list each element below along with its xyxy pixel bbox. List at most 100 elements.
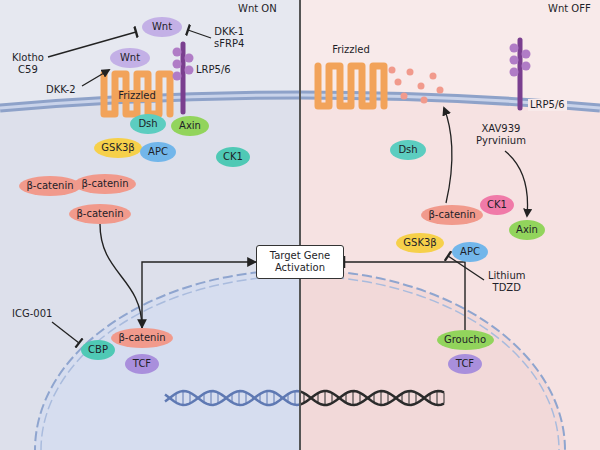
node-text: Target Gene Activation bbox=[257, 250, 343, 274]
connector bbox=[100, 224, 142, 328]
protein: Axin bbox=[171, 116, 209, 136]
text-label: Frizzled bbox=[116, 90, 158, 102]
protein: APC bbox=[452, 242, 488, 262]
protein: APC bbox=[140, 142, 176, 162]
dna-strand bbox=[300, 391, 444, 405]
dna-rung bbox=[295, 391, 296, 405]
activation-arrow bbox=[82, 70, 109, 86]
node-text: β-catenin bbox=[118, 332, 165, 344]
node-text: β-catenin bbox=[428, 209, 475, 221]
node-text: GSK3β bbox=[403, 237, 436, 249]
dna-rung bbox=[325, 391, 326, 405]
dna-rung bbox=[423, 397, 424, 399]
dna-rung bbox=[395, 397, 396, 398]
dna-rung bbox=[332, 393, 333, 403]
protein: CK1 bbox=[216, 147, 250, 167]
ligand: Wnt bbox=[110, 48, 150, 68]
node-text: β-catenin bbox=[81, 178, 128, 190]
dna-rung bbox=[274, 392, 275, 404]
dna-rung bbox=[246, 392, 247, 403]
protein: Groucho bbox=[437, 330, 494, 350]
beta-catenin: β-catenin bbox=[19, 176, 81, 196]
node-text: Axin bbox=[179, 120, 201, 132]
node-text: GSK3β bbox=[101, 142, 134, 154]
node-text: CK1 bbox=[487, 199, 507, 211]
node-text: TCF bbox=[456, 358, 474, 370]
dna-rung bbox=[304, 393, 305, 403]
connector bbox=[142, 262, 256, 328]
dna-rung bbox=[360, 393, 361, 403]
dna-rung bbox=[225, 397, 226, 399]
node-text: TCF bbox=[133, 358, 151, 370]
dna-rung bbox=[367, 397, 368, 399]
inhibition-line bbox=[188, 30, 211, 38]
dna-rung bbox=[197, 397, 198, 398]
beta-catenin: β-catenin bbox=[69, 204, 131, 224]
text-label: DKK-1 sFRP4 bbox=[214, 26, 244, 50]
frizzled-receptor bbox=[104, 74, 170, 114]
dna-rung bbox=[211, 391, 212, 405]
node-text: APC bbox=[460, 246, 480, 258]
dna-rung bbox=[260, 394, 261, 402]
protein: Dsh bbox=[390, 140, 426, 160]
node-text: Axin bbox=[516, 224, 538, 236]
dna-rung bbox=[388, 393, 389, 404]
inhibition-line bbox=[52, 322, 79, 343]
protein: TCF bbox=[448, 354, 482, 374]
dna-rung bbox=[339, 397, 340, 398]
node-text: β-catenin bbox=[76, 208, 123, 220]
lrp-receptor bbox=[173, 44, 194, 112]
text-label: XAV939 Pyrvinium bbox=[476, 123, 526, 147]
node-text: CK1 bbox=[223, 151, 243, 163]
text-label: LRP5/6 bbox=[196, 64, 231, 76]
divider-line bbox=[299, 0, 301, 450]
dna-rung bbox=[318, 393, 319, 403]
dna-rung bbox=[288, 394, 289, 402]
text-label: Wnt OFF bbox=[548, 3, 591, 15]
dna-rung bbox=[374, 393, 375, 402]
dna-rung bbox=[239, 391, 240, 405]
connector bbox=[344, 262, 465, 330]
dna-rung bbox=[190, 393, 191, 404]
node-text: Groucho bbox=[444, 334, 486, 346]
dna-rung bbox=[176, 394, 177, 403]
beta-catenin: β-catenin bbox=[74, 174, 136, 194]
dna-rung bbox=[232, 394, 233, 402]
node-text: Dsh bbox=[398, 144, 417, 156]
dna-rung bbox=[281, 397, 282, 400]
protein: GSK3β bbox=[396, 233, 444, 253]
dna-rung bbox=[437, 391, 438, 405]
ligand: Wnt bbox=[142, 17, 182, 37]
dna-helix bbox=[165, 391, 444, 405]
dna-rung bbox=[444, 392, 445, 403]
dna-strand bbox=[165, 391, 300, 405]
node-text: Wnt bbox=[120, 52, 140, 64]
node-text: Dsh bbox=[138, 118, 157, 130]
protein: Axin bbox=[509, 220, 545, 240]
frizzled-receptor bbox=[318, 66, 384, 106]
dna-rung bbox=[409, 391, 410, 405]
dna-rung bbox=[430, 394, 431, 403]
protein: GSK3β bbox=[94, 138, 142, 158]
text-label: LRP5/6 bbox=[528, 99, 567, 111]
text-label: ICG-001 bbox=[12, 308, 52, 320]
degraded-beta-catenin bbox=[389, 67, 444, 104]
beta-catenin: β-catenin bbox=[111, 328, 173, 348]
dna-strand bbox=[165, 391, 300, 405]
protein: CK1 bbox=[480, 195, 514, 215]
dna-rung bbox=[346, 393, 347, 402]
dna-rung bbox=[402, 394, 403, 403]
dna-rung bbox=[204, 394, 205, 403]
text-label: Frizzled bbox=[332, 44, 370, 56]
text-label: DKK-2 bbox=[44, 84, 78, 96]
node-text: Wnt bbox=[152, 21, 172, 33]
node-text: APC bbox=[148, 146, 168, 158]
protein: CBP bbox=[81, 340, 115, 360]
protein: TCF bbox=[125, 354, 159, 374]
target-box: Target Gene Activation bbox=[256, 245, 344, 279]
dna-rung bbox=[353, 391, 354, 405]
lrp-receptor bbox=[510, 40, 531, 108]
